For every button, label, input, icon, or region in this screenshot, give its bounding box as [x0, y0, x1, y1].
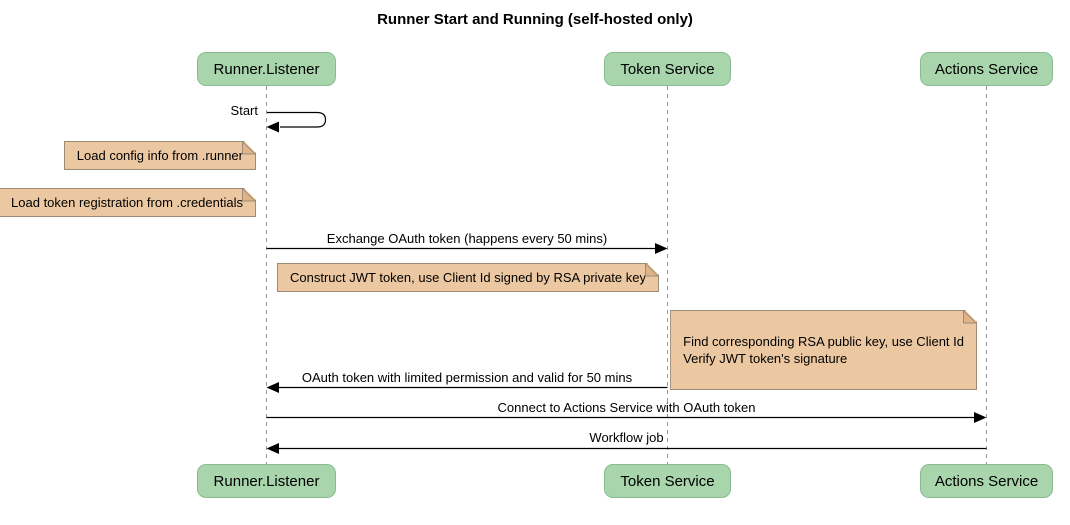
participant-label: Token Service — [620, 472, 715, 490]
participant-bottom-actions-service: Actions Service — [920, 464, 1053, 498]
participant-label: Token Service — [620, 60, 715, 78]
message-label-oauth-return: OAuth token with limited permission and … — [301, 370, 633, 385]
note-load-token-registration: Load token registration from .credential… — [0, 188, 256, 217]
note-load-config: Load config info from .runner — [64, 141, 256, 170]
message-label-exchange-oauth: Exchange OAuth token (happens every 50 m… — [326, 231, 608, 246]
participant-bottom-runner-listener: Runner.Listener — [197, 464, 336, 498]
note-text: Load token registration from .credential… — [11, 195, 243, 210]
arrowhead-start — [266, 121, 279, 133]
note-verify-jwt: Find corresponding RSA public key, use C… — [670, 310, 977, 390]
participant-label: Runner.Listener — [213, 472, 320, 490]
arrow-start-self-loop — [267, 111, 327, 128]
message-label-start: Start — [230, 103, 258, 118]
note-text: Load config info from .runner — [76, 148, 243, 163]
participant-label: Runner.Listener — [213, 60, 320, 78]
participant-label: Actions Service — [934, 60, 1039, 78]
note-fold-icon — [242, 141, 256, 155]
participant-top-actions-service: Actions Service — [920, 52, 1053, 86]
arrowhead-connect — [974, 412, 987, 423]
note-fold-icon — [242, 188, 256, 202]
note-text: Find corresponding RSA public key, use C… — [683, 334, 964, 366]
participant-top-token-service: Token Service — [604, 52, 731, 86]
arrowhead-oauth-return — [266, 382, 279, 393]
message-label-workflow-job: Workflow job — [589, 430, 664, 445]
note-text: Construct JWT token, use Client Id signe… — [290, 270, 646, 285]
message-label-connect: Connect to Actions Service with OAuth to… — [497, 400, 756, 415]
arrowhead-exchange-oauth — [655, 243, 668, 254]
note-construct-jwt: Construct JWT token, use Client Id signe… — [277, 263, 659, 292]
participant-top-runner-listener: Runner.Listener — [197, 52, 336, 86]
diagram-title: Runner Start and Running (self-hosted on… — [377, 11, 693, 28]
note-fold-icon — [645, 263, 659, 277]
note-fold-icon — [963, 310, 977, 324]
participant-label: Actions Service — [934, 472, 1039, 490]
arrowhead-workflow-job — [266, 443, 279, 454]
participant-bottom-token-service: Token Service — [604, 464, 731, 498]
